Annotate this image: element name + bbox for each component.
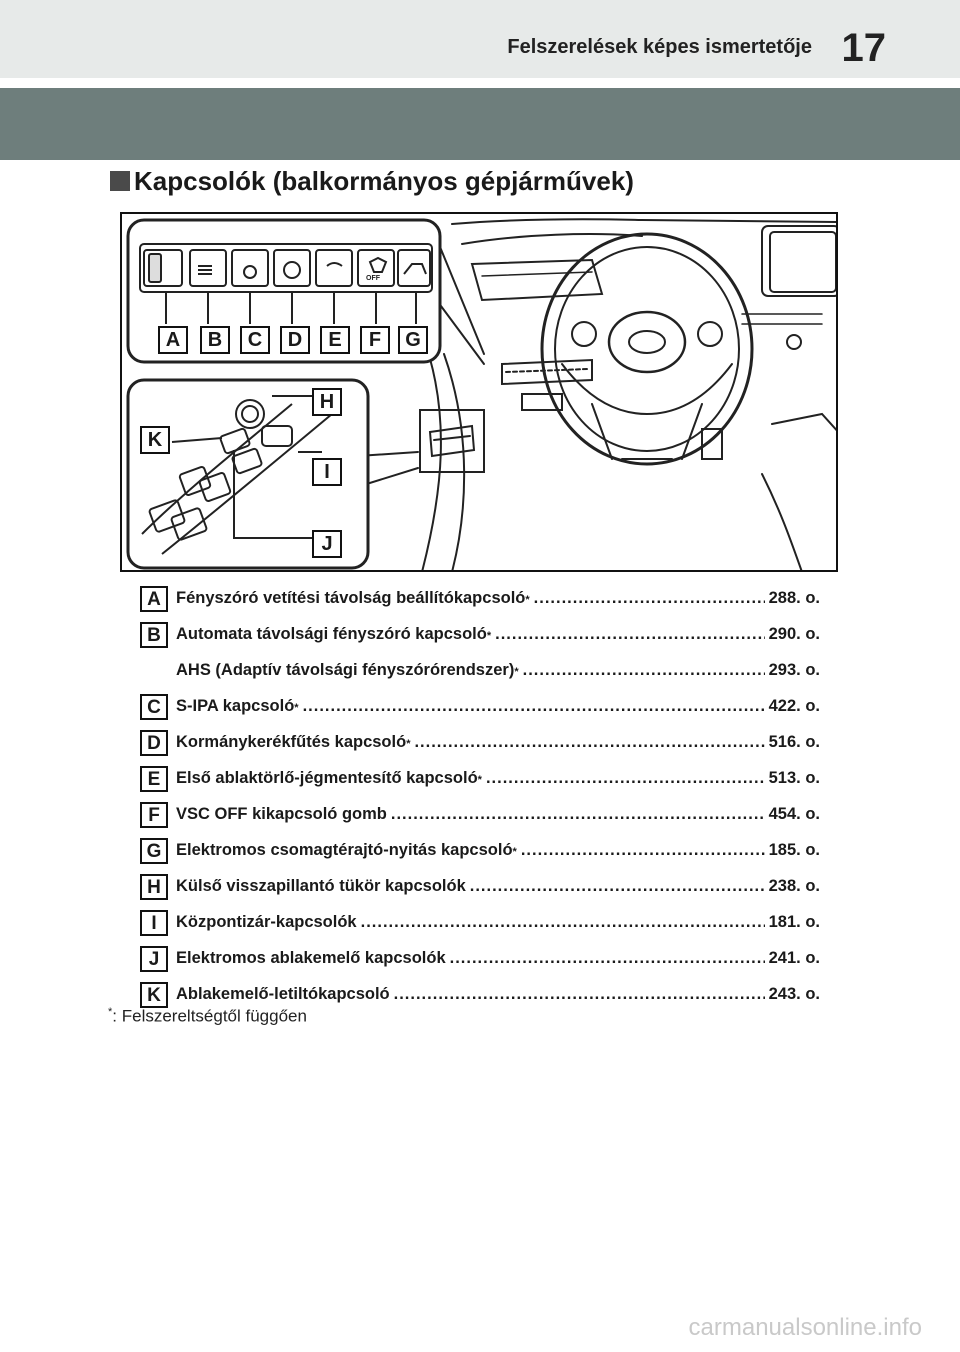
item-page-ref[interactable]: 513. o. <box>768 769 820 787</box>
switch-reference-list: A Fényszóró vetítési távolság beállítóka… <box>140 582 820 1014</box>
item-key-box: G <box>140 838 168 864</box>
item-label: Központizár-kapcsolók <box>176 913 357 931</box>
leader-dots: ........................................… <box>533 589 765 607</box>
callout-h: H <box>312 388 342 416</box>
callout-k: K <box>140 426 170 454</box>
list-item: K Ablakemelő-letiltókapcsoló............… <box>140 978 820 1014</box>
callout-f: F <box>360 326 390 354</box>
callout-j: J <box>312 530 342 558</box>
leader-dots: ........................................… <box>393 985 765 1003</box>
item-key-box: E <box>140 766 168 792</box>
item-label: Elektromos ablakemelő kapcsolók <box>176 949 446 967</box>
callout-d: D <box>280 326 310 354</box>
item-page-ref[interactable]: 422. o. <box>768 697 820 715</box>
item-page-ref[interactable]: 243. o. <box>768 985 820 1003</box>
watermark-text: carmanualsonline.info <box>688 1314 922 1341</box>
list-item: C S-IPA kapcsoló*.......................… <box>140 690 820 726</box>
leader-dots: ........................................… <box>522 661 765 679</box>
leader-dots: ........................................… <box>520 841 765 859</box>
callout-b: B <box>200 326 230 354</box>
item-key-box: C <box>140 694 168 720</box>
section-title: Felszerelések képes ismertetője <box>507 36 812 58</box>
list-item: J Elektromos ablakemelő kapcsolók.......… <box>140 942 820 978</box>
list-item: H Külső visszapillantó tükör kapcsolók..… <box>140 870 820 906</box>
list-item: I Központizár-kapcsolók.................… <box>140 906 820 942</box>
item-page-ref[interactable]: 454. o. <box>768 805 820 823</box>
leader-dots: ........................................… <box>390 805 765 823</box>
leader-dots: ........................................… <box>449 949 765 967</box>
item-key-box: B <box>140 622 168 648</box>
dashboard-illustration: OFF <box>126 218 836 570</box>
leader-dots: ........................................… <box>485 769 765 787</box>
item-label: Fényszóró vetítési távolság beállítókapc… <box>176 589 526 607</box>
item-label: VSC OFF kikapcsoló gomb <box>176 805 387 823</box>
item-page-ref[interactable]: 241. o. <box>768 949 820 967</box>
item-label: S-IPA kapcsoló <box>176 697 295 715</box>
item-label: Külső visszapillantó tükör kapcsolók <box>176 877 466 895</box>
callout-a: A <box>158 326 188 354</box>
list-item: A Fényszóró vetítési távolság beállítóka… <box>140 582 820 618</box>
item-label: Kormánykerékfűtés kapcsoló <box>176 733 407 751</box>
footnote: *: Felszereltségtől függően <box>108 1006 307 1027</box>
list-item: B Automata távolsági fényszóró kapcsoló*… <box>140 618 820 654</box>
item-key-box: H <box>140 874 168 900</box>
list-item: E Első ablaktörlő-jégmentesítő kapcsoló*… <box>140 762 820 798</box>
bullet-square-icon <box>110 171 130 191</box>
item-key-box: D <box>140 730 168 756</box>
footnote-star: * <box>108 1006 113 1018</box>
header-strip <box>0 0 960 78</box>
item-page-ref[interactable]: 293. o. <box>768 661 820 679</box>
vsc-off-marking: OFF <box>366 275 381 282</box>
item-page-ref[interactable]: 516. o. <box>768 733 820 751</box>
list-item: G Elektromos csomagtérajtó-nyitás kapcso… <box>140 834 820 870</box>
item-label: Elektromos csomagtérajtó-nyitás kapcsoló <box>176 841 513 859</box>
page-heading-text: Kapcsolók (balkormányos gépjárművek) <box>134 166 634 196</box>
callout-g: G <box>398 326 428 354</box>
leader-dots: ........................................… <box>414 733 765 751</box>
item-key-box: F <box>140 802 168 828</box>
footnote-text: : Felszereltségtől függően <box>112 1006 307 1026</box>
leader-dots: ........................................… <box>302 697 765 715</box>
item-label: Automata távolsági fényszóró kapcsoló <box>176 625 487 643</box>
page-heading: Kapcsolók (balkormányos gépjárművek) <box>110 166 634 197</box>
callout-c: C <box>240 326 270 354</box>
item-label: Ablakemelő-letiltókapcsoló <box>176 985 390 1003</box>
item-key-box: J <box>140 946 168 972</box>
leader-dots: ........................................… <box>495 625 765 643</box>
list-item: D Kormánykerékfűtés kapcsoló*...........… <box>140 726 820 762</box>
leader-dots: ........................................… <box>360 913 765 931</box>
switch-location-figure: OFF A B C D E F G H I J K <box>120 212 838 572</box>
item-label: Első ablaktörlő-jégmentesítő kapcsoló <box>176 769 478 787</box>
callout-e: E <box>320 326 350 354</box>
item-page-ref[interactable]: 181. o. <box>768 913 820 931</box>
item-key-box: K <box>140 982 168 1008</box>
page-number: 17 <box>841 26 887 70</box>
item-key-box: A <box>140 586 168 612</box>
list-item: F VSC OFF kikapcsoló gomb...............… <box>140 798 820 834</box>
callout-i: I <box>312 458 342 486</box>
list-item: AHS (Adaptív távolsági fényszórórendszer… <box>176 661 820 679</box>
item-page-ref[interactable]: 288. o. <box>768 589 820 607</box>
item-key-box: I <box>140 910 168 936</box>
item-page-ref[interactable]: 290. o. <box>768 625 820 643</box>
leader-dots: ........................................… <box>469 877 765 895</box>
item-page-ref[interactable]: 185. o. <box>768 841 820 859</box>
item-page-ref[interactable]: 238. o. <box>768 877 820 895</box>
header-band <box>0 88 960 160</box>
item-label: AHS (Adaptív távolsági fényszórórendszer… <box>176 661 515 679</box>
